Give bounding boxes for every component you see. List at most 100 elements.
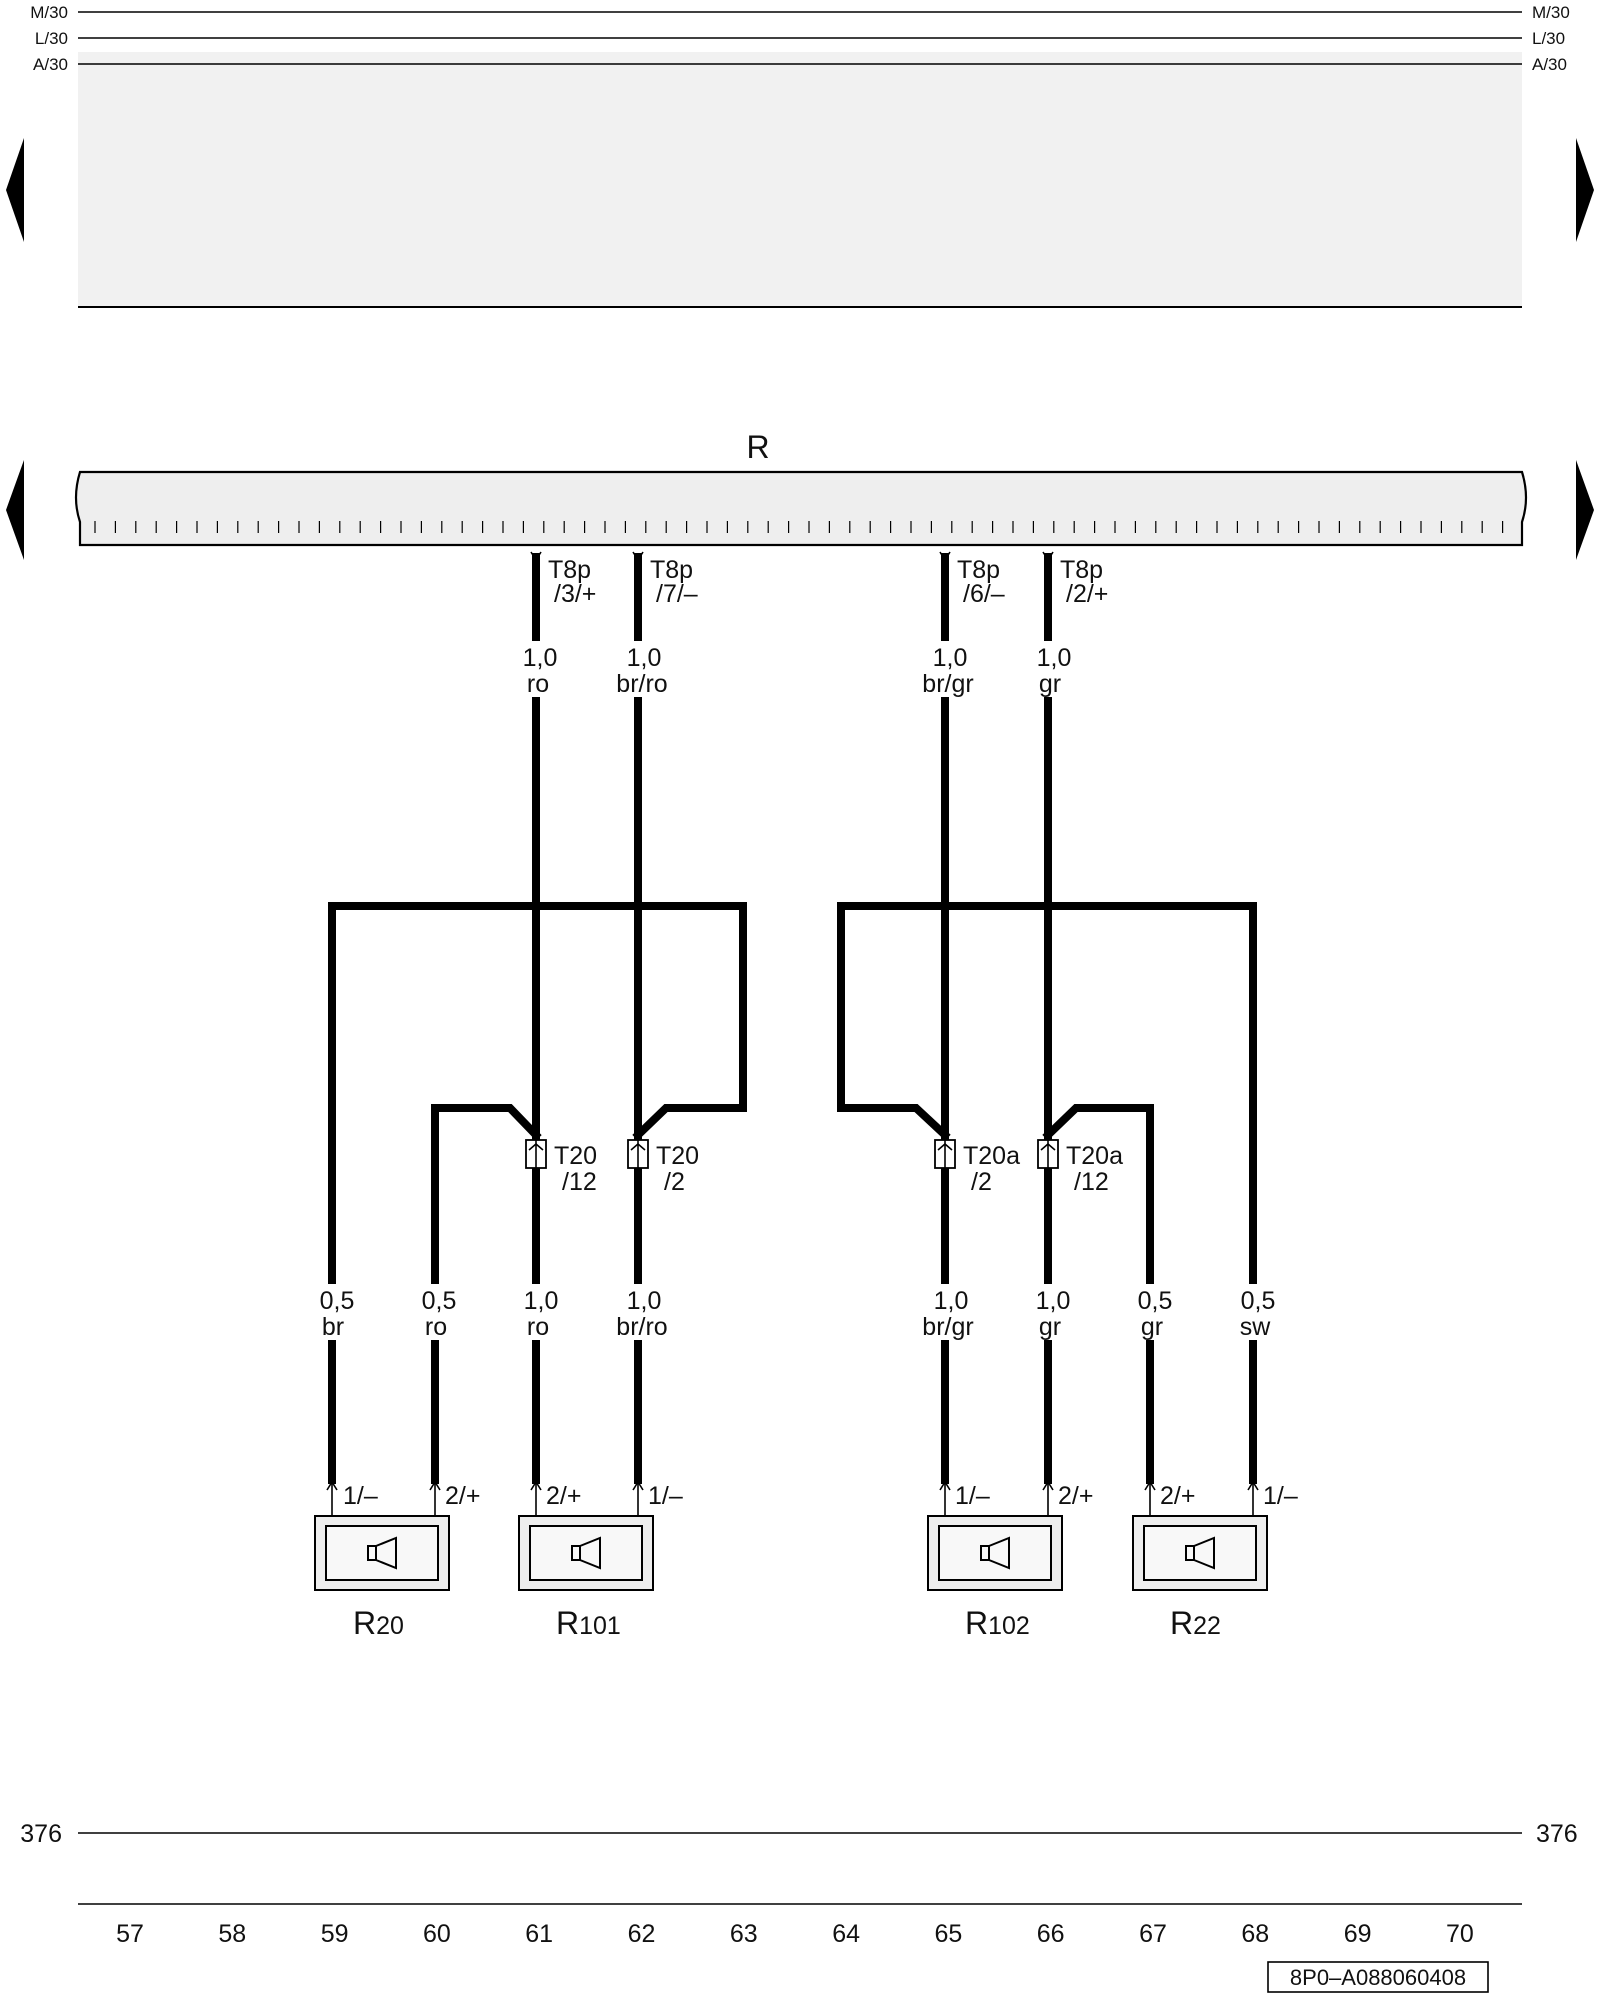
column-number: 58 <box>218 1920 246 1948</box>
speaker-label-letter: R <box>556 1605 579 1641</box>
speaker-label-number: 22 <box>1193 1612 1221 1640</box>
connector-pin: /7/– <box>656 580 698 608</box>
wire-size: 1,0 <box>627 644 662 672</box>
connector-pin-marks <box>528 1140 1056 1168</box>
previous-page-arrow-icon[interactable] <box>6 460 24 560</box>
connector-label: T20a <box>1066 1142 1123 1170</box>
speaker-label-number: 102 <box>988 1612 1030 1640</box>
speaker-label: R102 <box>965 1605 1030 1641</box>
wire-label-backgrounds <box>314 1284 1272 1340</box>
speaker-icon <box>1185 1536 1215 1570</box>
speaker-pin-label: 2/+ <box>445 1482 480 1510</box>
wire-color: gr <box>1039 1313 1061 1341</box>
wire-color: gr <box>1039 670 1061 698</box>
wire-color: ro <box>527 670 549 698</box>
rail-label-right: M/30 <box>1532 3 1570 22</box>
speaker-label-letter: R <box>353 1605 376 1641</box>
wire-size: 0,5 <box>422 1287 457 1315</box>
rail-label-left: A/30 <box>33 55 68 74</box>
speaker-label: R22 <box>1170 1605 1221 1641</box>
wire-size: 1,0 <box>523 644 558 672</box>
column-number: 60 <box>423 1920 451 1948</box>
fuse-panel-area <box>78 52 1522 307</box>
wire-size: 1,0 <box>524 1287 559 1315</box>
unit-label: R <box>746 429 769 465</box>
wire-color: br/ro <box>616 1313 667 1341</box>
connector-pin: /12 <box>1074 1168 1109 1196</box>
drawing-id: 8P0–A088060408 <box>1290 1965 1466 1990</box>
wire-br-gr-bend <box>837 1104 951 1141</box>
speaker-pin-label: 2/+ <box>1160 1482 1195 1510</box>
column-number: 66 <box>1037 1920 1065 1948</box>
speaker-label: R101 <box>556 1605 621 1641</box>
speaker-label-number: 20 <box>376 1612 404 1640</box>
speaker-r20 <box>314 1515 450 1591</box>
connector-label: T8p <box>548 556 591 584</box>
column-number: 65 <box>934 1920 962 1948</box>
connector-label: T20a <box>963 1142 1020 1170</box>
speaker-pin-label: 2/+ <box>1058 1482 1093 1510</box>
column-number: 59 <box>321 1920 349 1948</box>
column-number: 64 <box>832 1920 860 1948</box>
speaker-pin-label: 1/– <box>343 1482 378 1510</box>
wire-color: br/gr <box>922 1313 973 1341</box>
column-number: 63 <box>730 1920 758 1948</box>
wire-size: 1,0 <box>1036 1287 1071 1315</box>
previous-page-arrow-icon[interactable] <box>6 138 24 242</box>
connector-label: T20 <box>656 1142 699 1170</box>
rail-label-left: M/30 <box>30 3 68 22</box>
wire-label-backgrounds <box>520 641 1066 697</box>
unit-tick-marks <box>94 521 1504 533</box>
column-number: 70 <box>1446 1920 1474 1948</box>
radio-unit-body <box>74 470 1528 547</box>
speaker-r22 <box>1132 1515 1268 1591</box>
wire-size: 1,0 <box>933 644 968 672</box>
wire-size: 0,5 <box>320 1287 355 1315</box>
wire-br-ro-loop <box>632 1099 747 1141</box>
speaker-pin-label: 2/+ <box>546 1482 581 1510</box>
speaker-label-letter: R <box>1170 1605 1193 1641</box>
wire-color: ro <box>425 1313 447 1341</box>
wire-harness <box>328 553 1257 1484</box>
column-number: 69 <box>1344 1920 1372 1948</box>
rail-label-left: L/30 <box>35 29 68 48</box>
connector-pin: /2 <box>664 1168 685 1196</box>
speaker-icon <box>367 1536 397 1570</box>
wire-color: br/ro <box>616 670 667 698</box>
wire-color: ro <box>527 1313 549 1341</box>
ground-label-right: 376 <box>1536 1820 1578 1848</box>
speaker-pin-label: 1/– <box>648 1482 683 1510</box>
speaker-label: R20 <box>353 1605 404 1641</box>
connector-label: T20 <box>554 1142 597 1170</box>
supply-rails <box>78 11 1522 65</box>
ground-label-left: 376 <box>20 1820 62 1848</box>
wire-size: 1,0 <box>934 1287 969 1315</box>
connector-pin: /6/– <box>963 580 1005 608</box>
wire-size: 0,5 <box>1241 1287 1276 1315</box>
wire-color: gr <box>1141 1313 1163 1341</box>
connector-pin: /12 <box>562 1168 597 1196</box>
next-page-arrow-icon[interactable] <box>1576 138 1594 242</box>
rail-label-right: A/30 <box>1532 55 1567 74</box>
column-number: 57 <box>116 1920 144 1948</box>
speaker-r101 <box>518 1515 654 1591</box>
wire-color: br <box>322 1313 344 1341</box>
wire-size: 1,0 <box>1037 644 1072 672</box>
wire-size: 1,0 <box>627 1287 662 1315</box>
wire-color: br/gr <box>922 670 973 698</box>
connector-pin: /2/+ <box>1066 580 1108 608</box>
speaker-icon <box>980 1536 1010 1570</box>
column-number: 67 <box>1139 1920 1167 1948</box>
connector-label: T8p <box>1060 556 1103 584</box>
speaker-label-letter: R <box>965 1605 988 1641</box>
next-page-arrow-icon[interactable] <box>1576 460 1594 560</box>
wire-color: sw <box>1240 1313 1272 1341</box>
connector-label: T8p <box>957 556 1000 584</box>
wire-br-gr-loop <box>837 902 1257 1484</box>
column-number: 62 <box>628 1920 656 1948</box>
speaker-icon <box>571 1536 601 1570</box>
drawing-id-box <box>1267 1961 1489 1993</box>
connector-label: T8p <box>650 556 693 584</box>
